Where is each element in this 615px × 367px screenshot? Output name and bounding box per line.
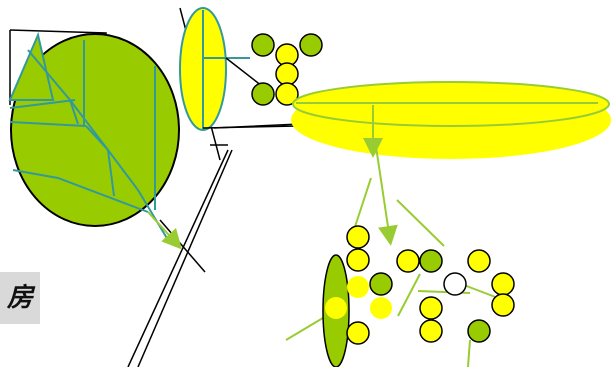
leaf-shape xyxy=(10,30,179,240)
connector-lines xyxy=(286,178,498,367)
side-label: 房 xyxy=(0,272,40,324)
yellow-ellipse xyxy=(291,81,611,159)
seed-cluster-bottom xyxy=(323,226,514,367)
